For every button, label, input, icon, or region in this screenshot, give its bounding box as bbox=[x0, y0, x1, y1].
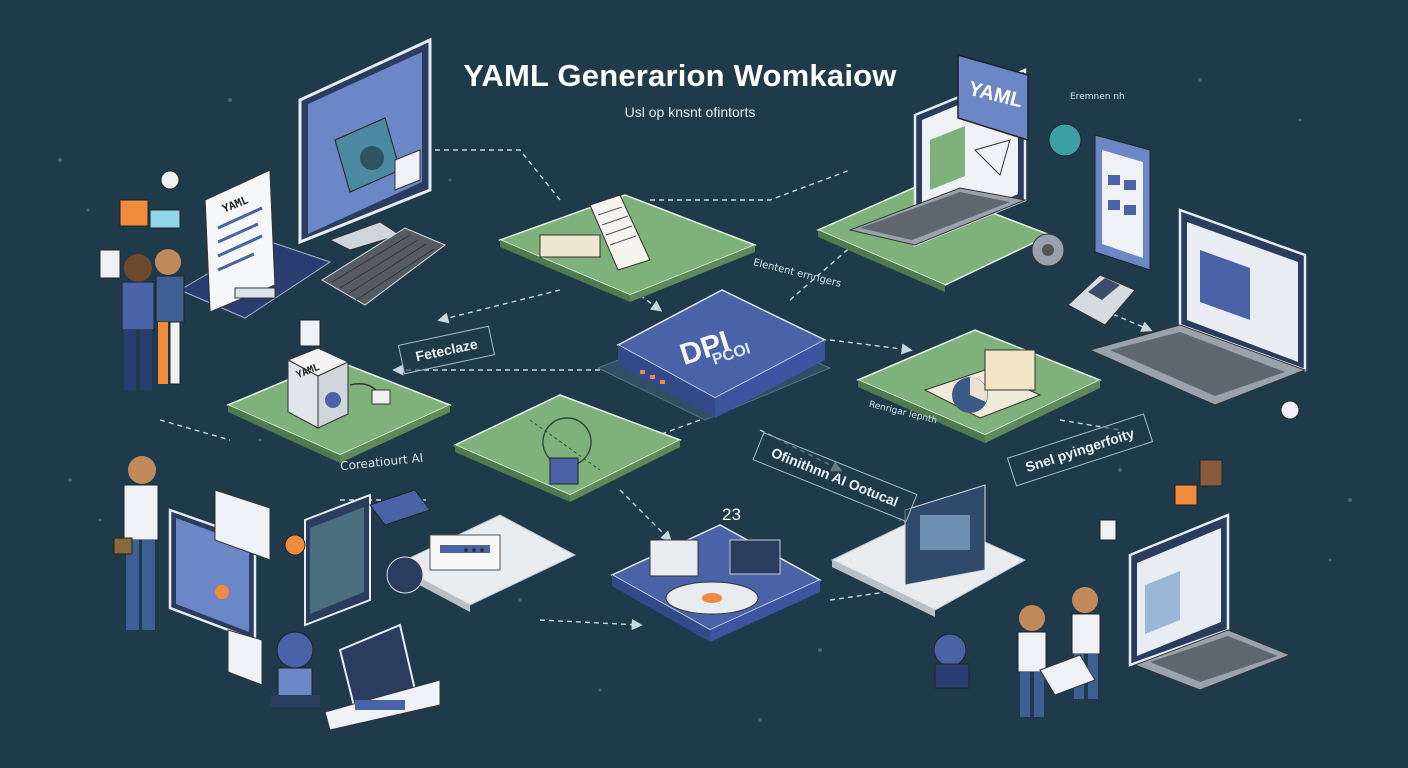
laptop-bottom-left bbox=[324, 623, 441, 731]
floating-icons-left bbox=[99, 170, 321, 347]
page-title: YAML Generarion Womkaiow bbox=[463, 58, 897, 93]
floating-icons-right bbox=[1099, 400, 1300, 541]
tile-chart-report bbox=[856, 329, 1102, 443]
tile-analysis bbox=[453, 394, 682, 502]
yaml-document-stand bbox=[178, 169, 332, 319]
person-pair-right bbox=[1017, 587, 1101, 717]
person-pair-left bbox=[121, 249, 185, 390]
counter-label: 23 bbox=[722, 505, 741, 524]
keyboard bbox=[321, 227, 446, 306]
tile-document-review bbox=[497, 194, 758, 302]
tile-form-panel bbox=[386, 514, 577, 612]
hub-node bbox=[596, 289, 832, 421]
tall-panel-right bbox=[1048, 123, 1151, 271]
person-bottom-left-seated bbox=[270, 631, 320, 707]
yaml-sign-panel bbox=[957, 54, 1029, 142]
person-left-standing bbox=[113, 456, 159, 630]
tablet-left bbox=[284, 489, 431, 627]
monitor-top-left bbox=[298, 37, 432, 251]
display-board-left bbox=[168, 489, 271, 686]
tile-monitor-panel bbox=[830, 484, 1027, 617]
page-subtitle: Usl op knsnt ofintorts bbox=[624, 104, 756, 120]
robot-bottom-right bbox=[933, 633, 970, 689]
laptop-bottom-right bbox=[1128, 513, 1292, 691]
small-label-b: Eremnen nh bbox=[1070, 92, 1125, 102]
tile-processing-platform bbox=[610, 524, 822, 642]
tile-yaml-package bbox=[226, 347, 452, 463]
calculator-device bbox=[1067, 274, 1136, 326]
laptop-right bbox=[1088, 208, 1307, 406]
